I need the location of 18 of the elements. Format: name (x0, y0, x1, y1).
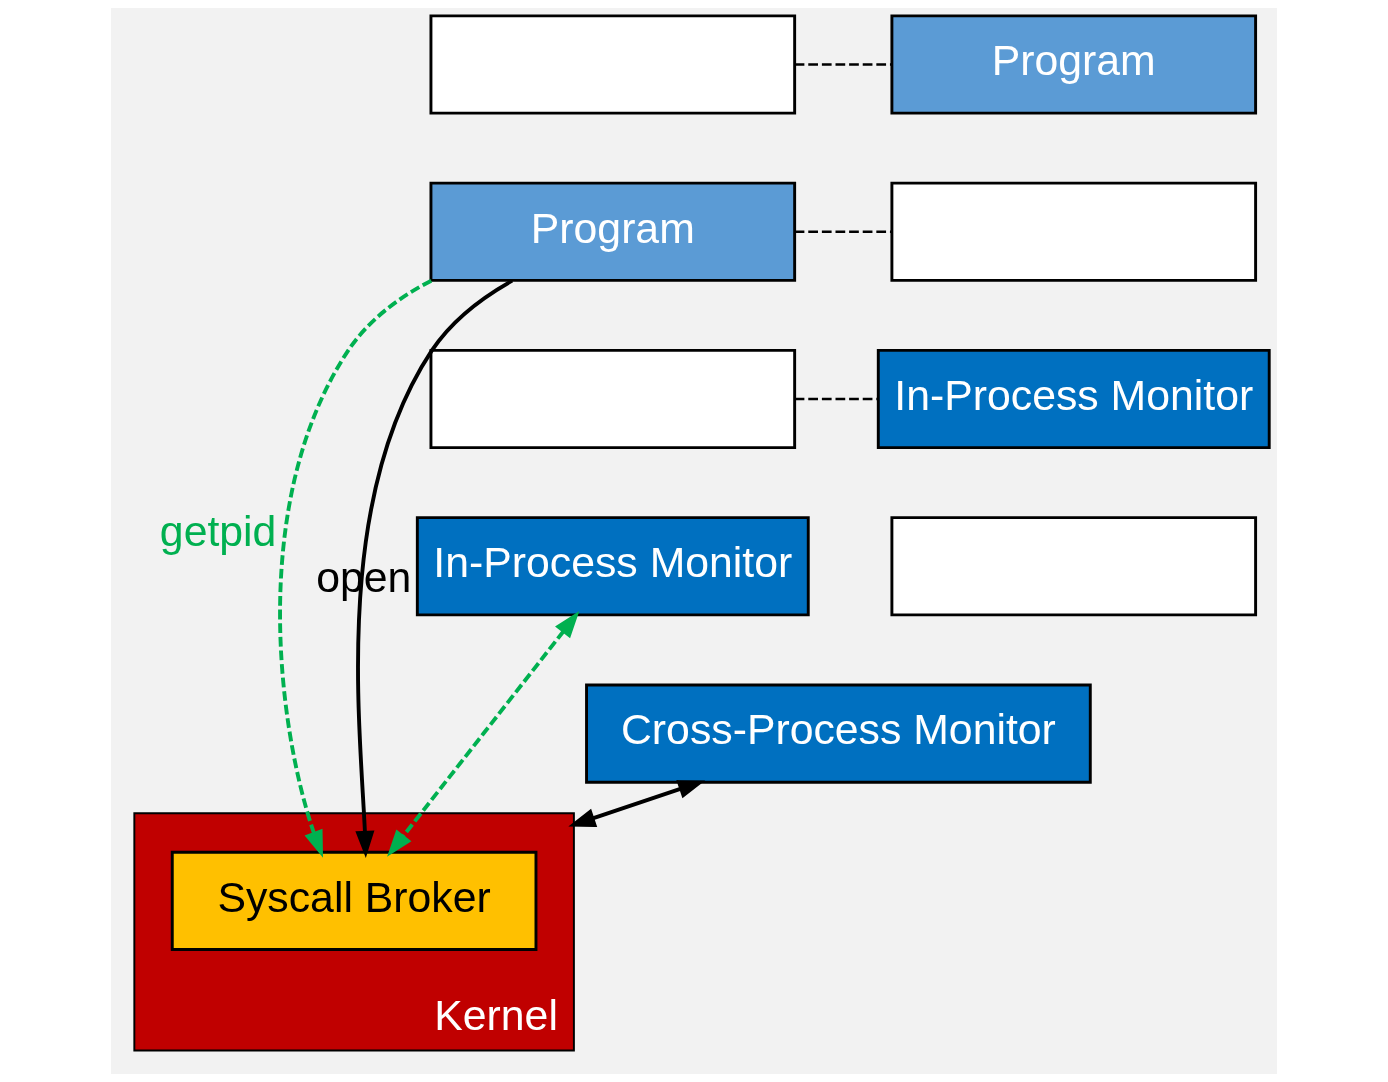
arrow (355, 279, 514, 859)
node-box: Cross-Process Monitor (585, 683, 1092, 784)
node-box (429, 348, 797, 450)
connector (794, 230, 892, 233)
arrow (387, 610, 580, 857)
node-box: In-Process Monitor (876, 348, 1271, 450)
node-box: In-Process Monitor (415, 516, 810, 617)
node-box (890, 516, 1258, 617)
node-box (429, 14, 797, 115)
node-box (890, 181, 1258, 282)
arrow (278, 278, 433, 858)
node-box: Program (429, 181, 797, 282)
edge-label: getpid (159, 507, 277, 556)
arrow (568, 780, 706, 827)
node-box: Syscall Broker (170, 850, 538, 951)
connector (794, 397, 879, 401)
connector (794, 63, 892, 66)
node-box: Program (890, 14, 1258, 115)
